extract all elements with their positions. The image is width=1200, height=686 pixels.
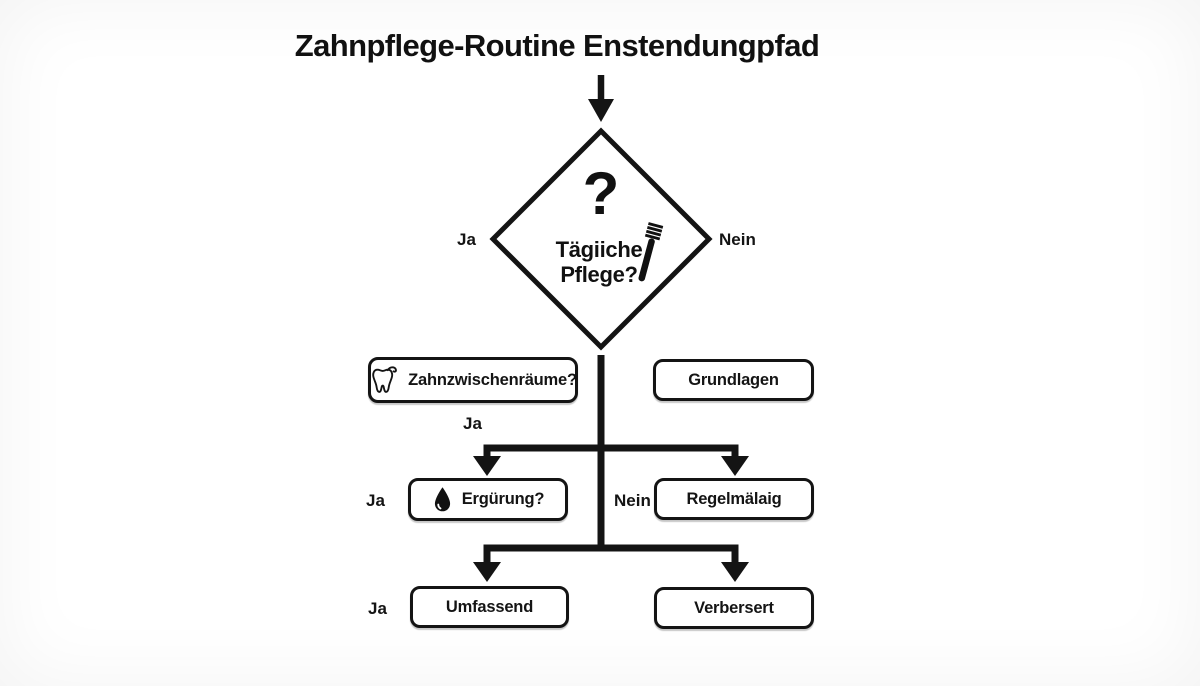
label-ja-diamond: Ja bbox=[457, 230, 476, 249]
box-grundlagen: Grundlagen bbox=[653, 359, 814, 401]
arrow-down-icon bbox=[588, 75, 614, 122]
label-ja-level3: Ja bbox=[368, 599, 387, 618]
box-label: Umfassend bbox=[445, 597, 534, 616]
box-label: Ergürung? bbox=[461, 490, 545, 508]
page-title: Zahnpflege-Routine Enstendungpfad bbox=[294, 28, 820, 63]
decision-label-line1: Tägiiche bbox=[555, 237, 643, 262]
label-ja-level1: Ja bbox=[463, 414, 482, 433]
question-mark: ? bbox=[582, 160, 620, 227]
box-regelmaelaig: Regelmälaig bbox=[654, 478, 814, 520]
label-nein-diamond: Nein bbox=[719, 230, 756, 249]
decision-label-line2: Pflege? bbox=[560, 262, 638, 287]
decision-diamond bbox=[489, 127, 713, 351]
box-label: Regelmälaig bbox=[686, 489, 782, 508]
droplet-icon bbox=[432, 486, 453, 513]
branch-level2 bbox=[473, 444, 749, 476]
box-umfassend: Umfassend bbox=[410, 586, 569, 628]
branch-level3 bbox=[473, 544, 749, 582]
toothbrush-icon bbox=[629, 222, 667, 286]
decision-label: Tägiiche Pflege? bbox=[536, 237, 662, 287]
box-label: Zahnzwischenräume? bbox=[408, 370, 577, 389]
box-label: Verbersert bbox=[694, 598, 774, 617]
box-verbersert: Verbersert bbox=[654, 587, 814, 629]
label-ja-level2: Ja bbox=[366, 491, 385, 510]
box-erguerung: Ergürung? bbox=[408, 478, 568, 521]
label-nein-level2: Nein bbox=[614, 491, 651, 510]
tooth-icon bbox=[369, 365, 399, 395]
box-zahnzwischenraeume: Zahnzwischenräume? bbox=[368, 357, 578, 403]
box-label: Grundlagen bbox=[688, 370, 779, 389]
